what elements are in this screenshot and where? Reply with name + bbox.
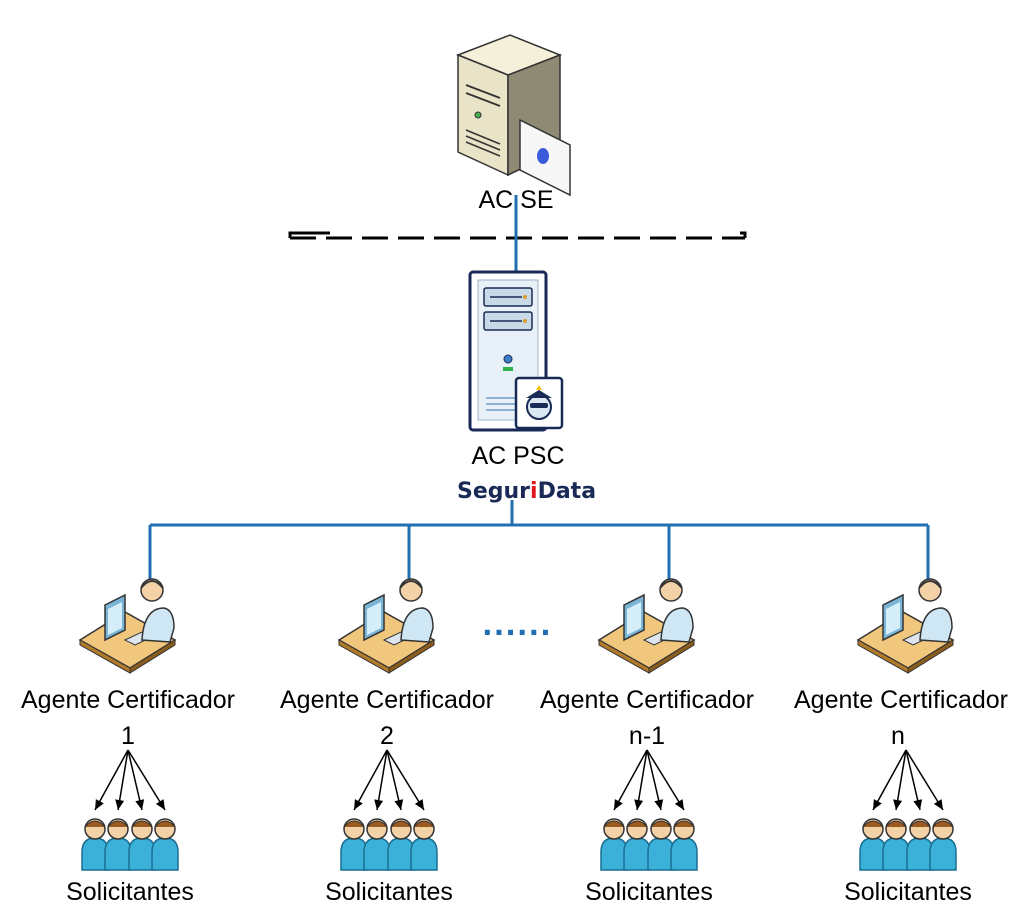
ellipsis-label: ...... <box>482 609 552 642</box>
delegation-arrows <box>353 749 425 811</box>
agent-card: Agente Certificador <box>259 688 515 713</box>
agent-workstation-icon <box>597 578 696 674</box>
requester-group-icon <box>859 818 957 871</box>
requester-group-icon <box>340 818 438 871</box>
agent-card: Agente Certificador <box>0 688 256 713</box>
agent-number: 1 <box>121 722 135 750</box>
root-ca-label: AC SE <box>478 186 554 214</box>
agent-title: Agente Certificador <box>793 686 1008 714</box>
agent-number: n-1 <box>628 722 666 750</box>
agent-number: n <box>891 722 905 750</box>
group-label: Solicitantes <box>325 878 453 906</box>
distribution-bus <box>148 500 930 580</box>
psc-server-icon <box>468 270 564 432</box>
seguridata-logo-part2: i <box>530 479 538 504</box>
root-server-icon <box>455 34 571 197</box>
psc-ca-label: AC PSC <box>471 442 565 470</box>
agent-workstation-icon <box>78 578 177 674</box>
agent-workstation-icon <box>856 578 955 674</box>
requester-group-icon <box>81 818 179 871</box>
delegation-arrows <box>94 749 166 811</box>
agent-workstation-icon <box>337 578 436 674</box>
agent-title: Agente Certificador <box>20 686 235 714</box>
agent-card: Agente Certificador <box>519 688 775 713</box>
delegation-arrows <box>613 749 685 811</box>
seguridata-logo: SeguriData <box>457 481 596 503</box>
agent-number: 2 <box>380 722 394 750</box>
delegation-arrows <box>872 749 944 811</box>
agent-title: Agente Certificador <box>539 686 754 714</box>
agent-title: Agente Certificador <box>279 686 494 714</box>
seguridata-logo-part3: Data <box>537 479 597 504</box>
seguridata-logo-part1: Segur <box>457 479 531 504</box>
group-label: Solicitantes <box>585 878 713 906</box>
group-label: Solicitantes <box>844 878 972 906</box>
requester-group-icon <box>600 818 698 871</box>
agent-card: Agente Certificador <box>778 688 1024 713</box>
group-label: Solicitantes <box>66 878 194 906</box>
